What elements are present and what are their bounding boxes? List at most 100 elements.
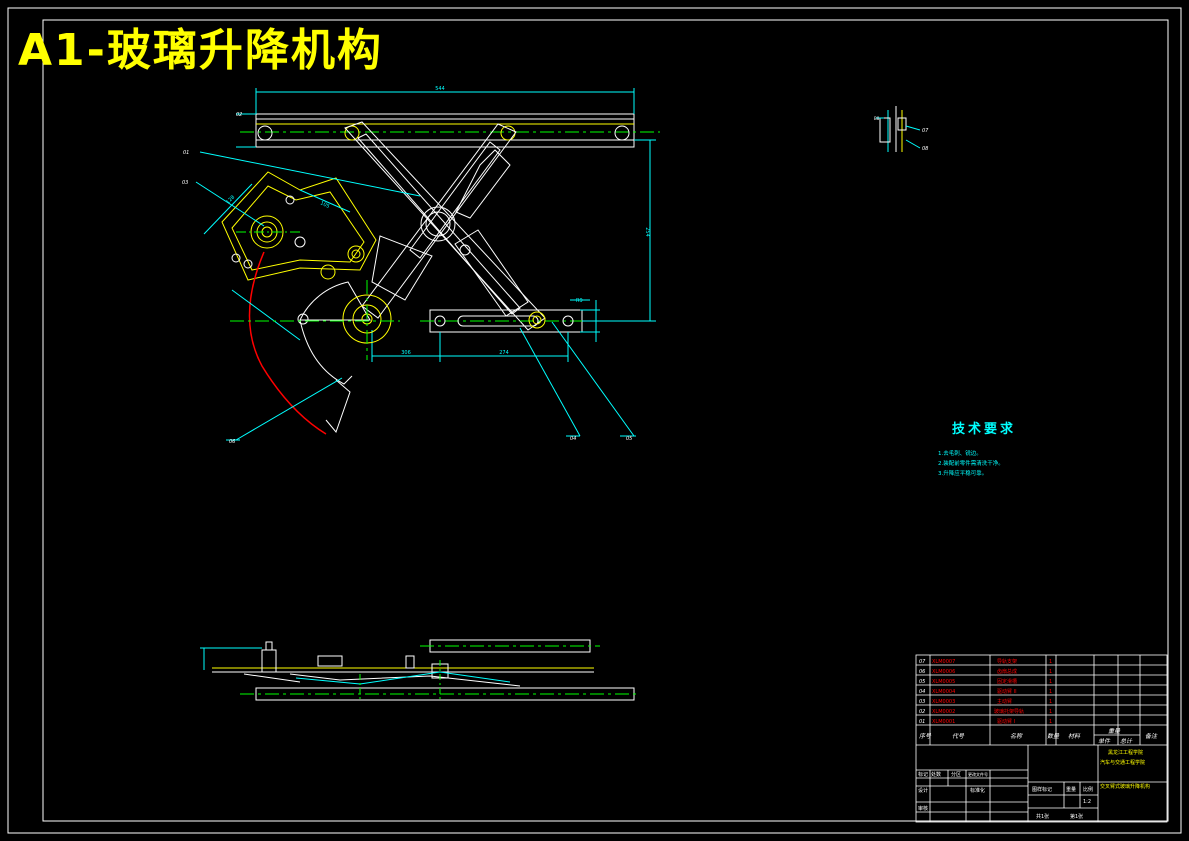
tech-note: 2.装配前零件需清洗干净。	[938, 461, 1004, 467]
balloon-07: 07	[922, 128, 929, 134]
part-code: XLM0002	[932, 709, 955, 715]
part-no: 03	[919, 699, 925, 705]
header-qty: 数量	[1047, 732, 1060, 740]
header-unit: 单件	[1098, 737, 1111, 745]
tb-label-sign: 图样标记	[1032, 786, 1052, 793]
part-name: 驱动臂 II	[997, 688, 1017, 695]
dim-motor-a: 128	[225, 194, 236, 205]
tb-label-mark: 标记	[918, 771, 928, 778]
balloon-05: 05	[626, 436, 632, 442]
balloon-01: 01	[183, 150, 189, 156]
part-name: 固定滑槽	[997, 678, 1017, 685]
dim-motor-b: 105	[319, 200, 330, 209]
header-material: 材料	[1068, 732, 1081, 740]
motor-housing	[221, 171, 377, 281]
balloon-06: 06	[229, 439, 235, 445]
part-no: 04	[919, 689, 925, 695]
tb-label-count: 处数	[931, 771, 941, 778]
parts-table-rows: 07 XLM0007 导轨支架 1 06 XLM0006 齿扇总成 1 05 X…	[919, 658, 1052, 725]
part-code: XLM0001	[932, 719, 955, 725]
dim-bottom-b: 274	[499, 350, 509, 356]
tb-label-standard: 标准化	[970, 787, 985, 794]
dim-vertical: 254	[644, 227, 650, 237]
header-weight: 重量	[1108, 728, 1121, 735]
detail-view: B8	[874, 106, 921, 152]
tb-label-weight: 重量	[1066, 786, 1076, 793]
part-code: XLM0005	[932, 679, 955, 685]
balloon-04: 04	[570, 436, 576, 442]
tech-requirements-notes: 1.去毛刺、锐边。 2.装配前零件需清洗干净。 3.升降应平稳可靠。	[938, 449, 1016, 479]
part-qty: 1	[1049, 719, 1052, 725]
balloon-08: 08	[922, 146, 928, 152]
title-drawing-name: 交叉臂式玻璃升降机构	[1100, 783, 1150, 790]
side-view	[200, 639, 640, 701]
part-code: XLM0003	[932, 699, 955, 705]
header-no: 序号	[919, 732, 932, 740]
tb-label-review: 审核	[918, 805, 928, 812]
balloon-labels: 01 02 03 04 05 06 07 08	[182, 112, 929, 445]
part-qty: 1	[1049, 669, 1052, 675]
header-code: 代号	[952, 733, 965, 740]
table-row: 03 XLM0003 主动臂 1	[919, 698, 1052, 705]
drive-arm-2	[361, 123, 517, 319]
part-name: 主动臂	[997, 698, 1012, 705]
part-qty: 1	[1049, 659, 1052, 665]
part-no: 07	[919, 659, 926, 665]
part-code: XLM0007	[932, 659, 955, 665]
header-remark: 备注	[1145, 732, 1158, 740]
part-qty: 1	[1049, 709, 1052, 715]
parts-table-grid	[915, 654, 1168, 823]
tech-requirements: 技术要求 1.去毛刺、锐边。 2.装配前零件需清洗干净。 3.升降应平稳可靠。	[938, 418, 1016, 479]
parts-table-header: 序号 代号 名称 数量 材料 单件 总计 重量 备注	[919, 728, 1158, 745]
table-row: 02 XLM0002 玻璃托架导轨 1	[919, 708, 1052, 715]
tb-label-zone: 分区	[951, 771, 961, 778]
dim-bottom-a: 306	[401, 350, 411, 356]
part-name: 齿扇总成	[997, 668, 1017, 675]
tb-scale: 1:2	[1083, 799, 1091, 805]
table-row: 04 XLM0004 驱动臂 II 1	[919, 688, 1052, 695]
part-no: 05	[919, 679, 925, 685]
part-code: XLM0004	[932, 689, 955, 695]
part-no: 02	[919, 709, 925, 715]
table-row: 05 XLM0005 固定滑槽 1	[919, 678, 1052, 685]
part-qty: 1	[1049, 689, 1052, 695]
title-school: 黑龙江工程学院	[1108, 749, 1143, 756]
part-name: 驱动臂 I	[997, 718, 1015, 725]
part-name: 玻璃托架导轨	[994, 708, 1024, 715]
tech-note: 1.去毛刺、锐边。	[938, 451, 982, 457]
table-row: 06 XLM0006 齿扇总成 1	[919, 668, 1052, 675]
tb-label-design: 设计	[918, 787, 928, 794]
tech-note: 3.升降应平稳可靠。	[938, 471, 988, 477]
part-name: 导轨支架	[997, 658, 1017, 665]
tech-requirements-title: 技术要求	[952, 422, 1017, 437]
balloon-03: 03	[182, 180, 188, 186]
dimension-labels: 544 254 306 274 R9 128 105	[225, 86, 650, 356]
svg-text:B8: B8	[874, 116, 880, 121]
balloon-02: 02	[236, 112, 242, 118]
title-block: 黑龙江工程学院 汽车与交通工程学院 交叉臂式玻璃升降机构 标记 处数 分区 更改…	[918, 749, 1150, 820]
tb-label-sheets: 共1张	[1036, 813, 1049, 820]
drive-arm-1	[344, 121, 546, 331]
title-dept: 汽车与交通工程学院	[1100, 759, 1145, 766]
drawing-title: A1-玻璃升降机构	[18, 25, 383, 76]
part-qty: 1	[1049, 679, 1052, 685]
header-name: 名称	[1010, 732, 1023, 740]
table-row: 07 XLM0007 导轨支架 1	[919, 658, 1052, 665]
part-no: 06	[919, 669, 925, 675]
dim-top-length: 544	[435, 86, 445, 92]
tb-label-sheet: 第1张	[1070, 813, 1083, 820]
dim-slot: R9	[576, 298, 583, 304]
sector-arc	[248, 251, 327, 435]
part-no: 01	[919, 719, 925, 725]
tb-label-change: 更改文件号	[968, 771, 988, 777]
outer-frame	[7, 7, 1182, 834]
part-qty: 1	[1049, 699, 1052, 705]
main-view	[195, 88, 660, 441]
part-code: XLM0006	[932, 669, 955, 675]
top-rail	[255, 113, 635, 148]
inner-frame	[42, 19, 1169, 822]
header-total: 总计	[1120, 737, 1133, 745]
table-row: 01 XLM0001 驱动臂 I 1	[919, 718, 1052, 725]
tb-label-scale: 比例	[1083, 786, 1093, 793]
